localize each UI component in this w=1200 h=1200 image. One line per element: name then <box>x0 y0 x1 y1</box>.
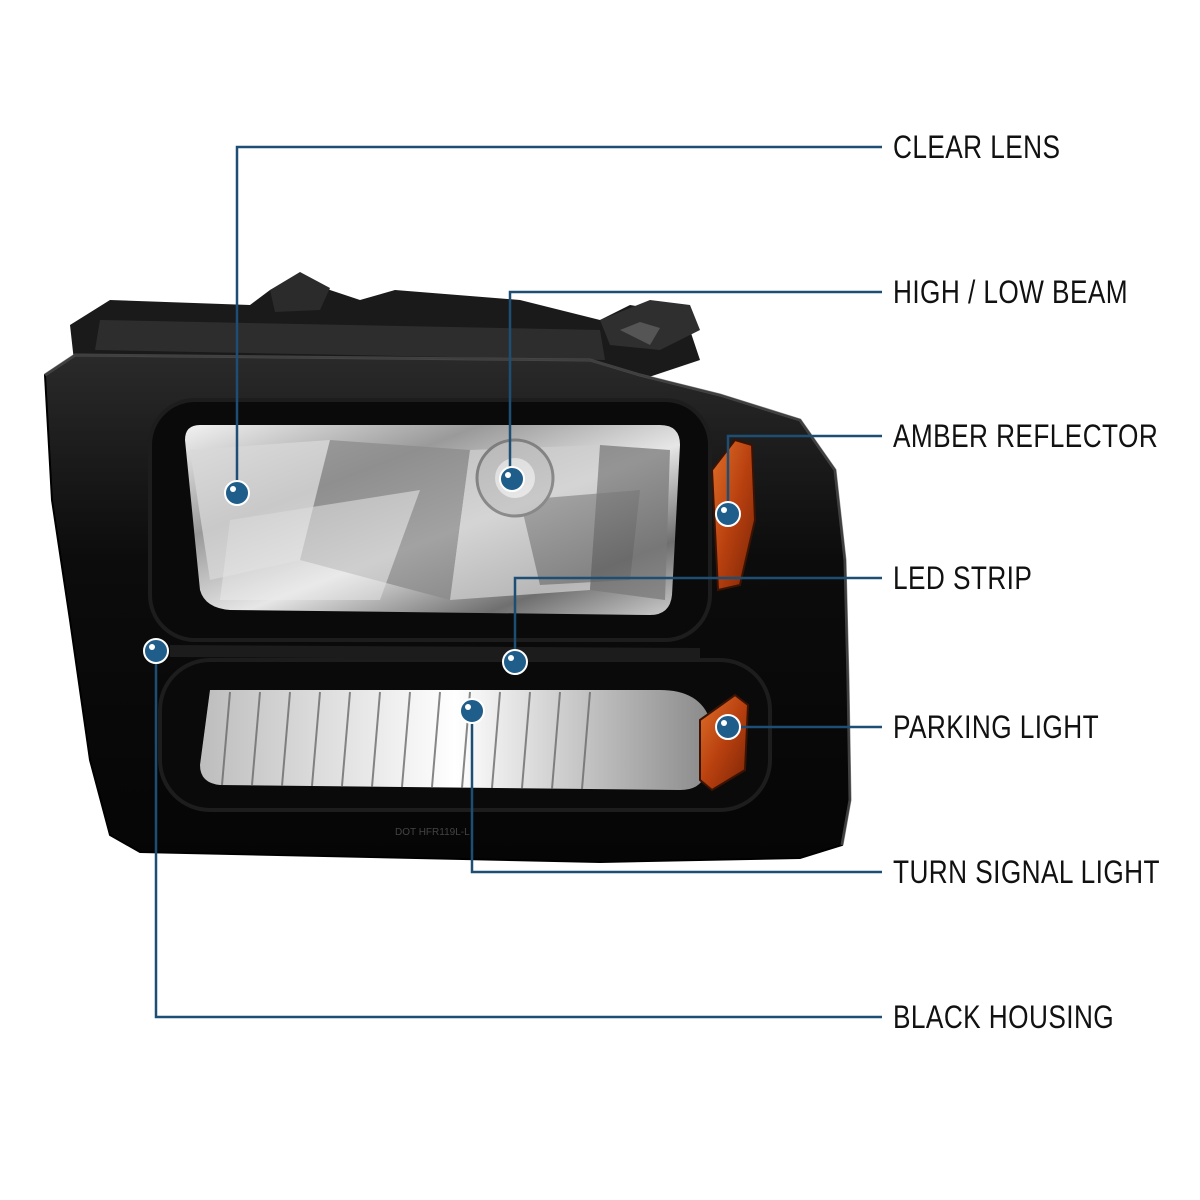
marker-turn-signal <box>459 698 485 724</box>
leader-led-strip <box>513 576 882 662</box>
leader-high-low-beam <box>508 290 882 479</box>
marker-led-strip <box>502 649 528 675</box>
reflector-facets <box>190 438 670 600</box>
marker-parking-light <box>715 714 741 740</box>
leader-amber-reflector <box>726 434 882 514</box>
turn-signal-lens <box>200 690 710 790</box>
leader-lines <box>154 145 882 1019</box>
leader-clear-lens <box>235 145 882 493</box>
led-strip-ridge <box>170 645 700 660</box>
marker-amber-reflector <box>715 501 741 527</box>
label-high-low-beam: HIGH / LOW BEAM <box>893 274 1129 310</box>
mounting-brackets <box>70 272 700 380</box>
label-amber-reflector: AMBER REFLECTOR <box>893 418 1159 454</box>
leader-turn-signal <box>470 711 882 874</box>
label-clear-lens: CLEAR LENS <box>893 129 1061 165</box>
marker-high-low-beam <box>499 466 525 492</box>
leader-black-housing <box>154 651 882 1019</box>
label-black-housing: BLACK HOUSING <box>893 999 1115 1035</box>
housing-bevel <box>44 353 852 846</box>
label-parking-light: PARKING LIGHT <box>893 709 1100 745</box>
marker-clear-lens <box>224 480 250 506</box>
callout-markers <box>143 466 741 740</box>
label-led-strip: LED STRIP <box>893 560 1033 596</box>
marker-black-housing <box>143 638 169 664</box>
lens-marking: DOT HFR119L-L <box>395 827 470 838</box>
label-turn-signal-light: TURN SIGNAL LIGHT <box>893 854 1160 890</box>
